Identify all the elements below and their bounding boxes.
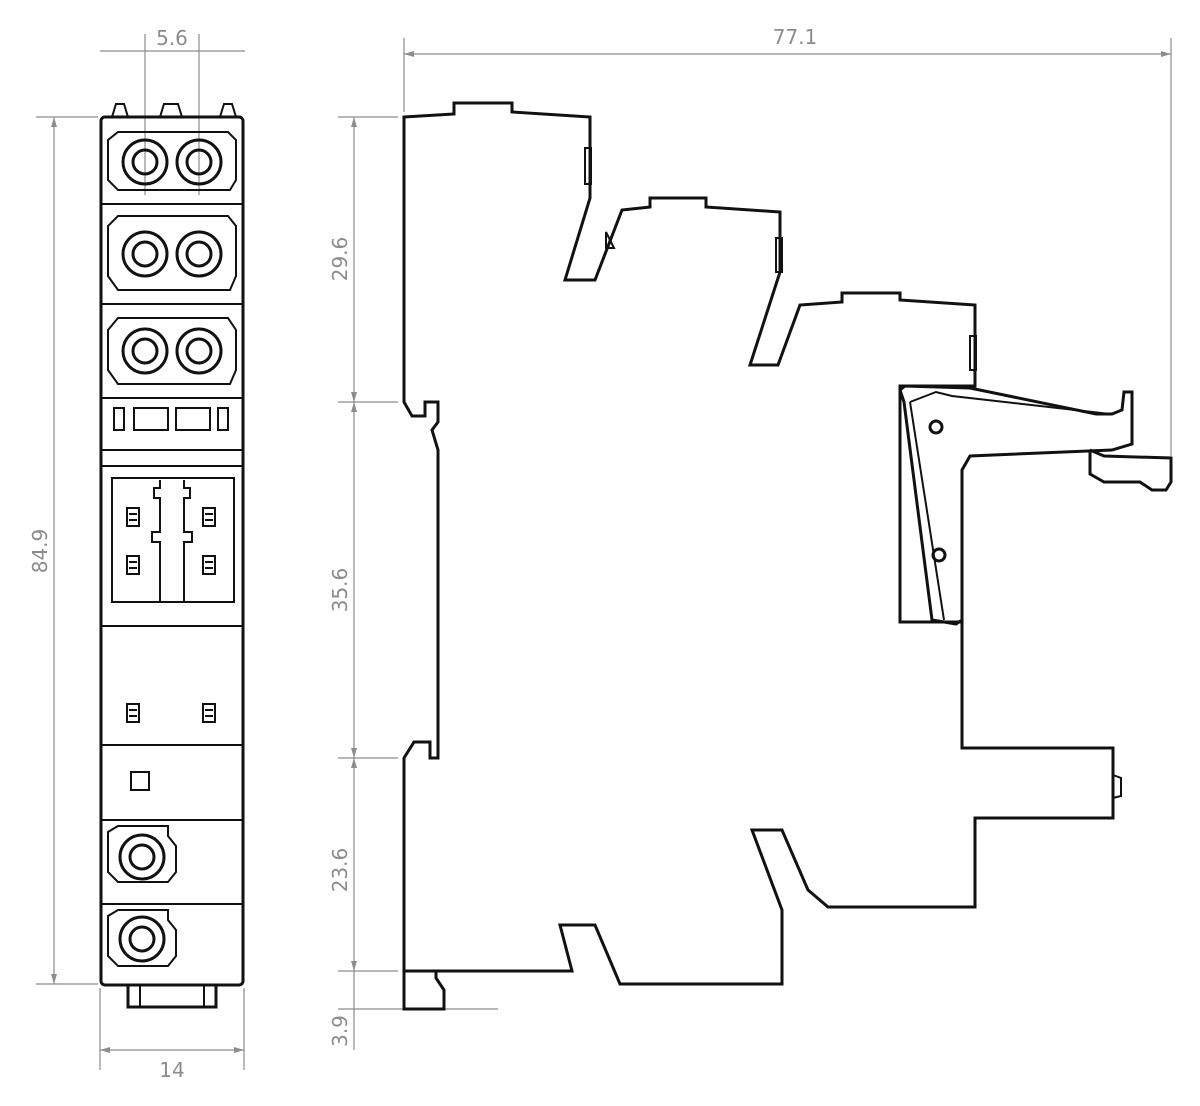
front-view bbox=[99, 103, 245, 1009]
dim-front-width: 14 bbox=[159, 1058, 184, 1082]
screw-terminal bbox=[121, 230, 169, 278]
side-view bbox=[402, 101, 1173, 1011]
dim-front-pitch: 5.6 bbox=[156, 26, 188, 50]
screw-terminal bbox=[175, 138, 223, 186]
pin-slot bbox=[126, 703, 140, 723]
dim-side-segment-2: 35.6 bbox=[328, 568, 352, 613]
screw-terminal bbox=[118, 833, 166, 881]
pin-slot bbox=[126, 555, 140, 575]
indicator-window bbox=[130, 771, 150, 791]
dimension-labels: 5.6 84.9 14 77.1 29.6 35.6 23.6 3.9 bbox=[28, 25, 817, 1082]
dim-overall-length: 77.1 bbox=[773, 25, 818, 49]
screw-terminal bbox=[175, 230, 223, 278]
din-clip bbox=[126, 983, 218, 1009]
screw-terminal bbox=[121, 138, 169, 186]
pin-slot bbox=[202, 555, 216, 575]
dim-side-segment-1: 29.6 bbox=[328, 237, 352, 282]
pin-slot bbox=[202, 703, 216, 723]
retaining-clip bbox=[898, 384, 1173, 626]
pin-slot bbox=[126, 507, 140, 527]
dimension-lines bbox=[36, 34, 1172, 1070]
dim-side-segment-4: 3.9 bbox=[328, 1015, 352, 1047]
pin-slot bbox=[202, 507, 216, 527]
dim-side-segment-3: 23.6 bbox=[328, 848, 352, 893]
screw-terminal bbox=[121, 327, 169, 375]
screw-terminal bbox=[175, 327, 223, 375]
dim-front-height: 84.9 bbox=[28, 529, 52, 574]
screw-terminal bbox=[118, 915, 166, 963]
